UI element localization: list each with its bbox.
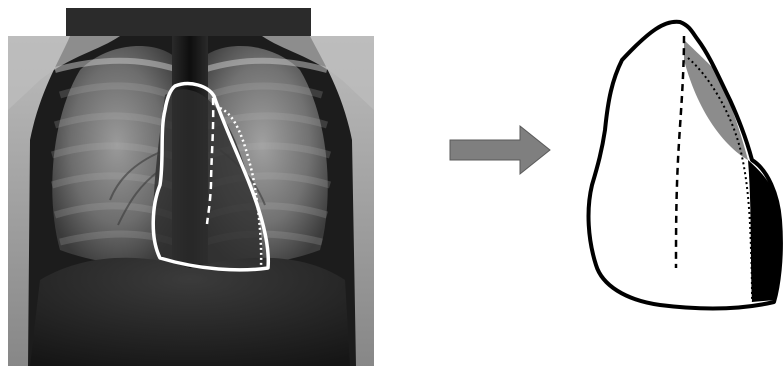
schematic-dashed-line xyxy=(676,36,684,268)
arrow-right-icon xyxy=(450,126,550,174)
heart-schematic xyxy=(580,0,783,367)
film-top-tab xyxy=(66,8,311,38)
chest-radiograph xyxy=(0,0,380,367)
transform-arrow xyxy=(440,120,560,180)
grey-region xyxy=(684,40,748,160)
abdomen xyxy=(30,258,350,366)
black-region xyxy=(748,160,781,302)
